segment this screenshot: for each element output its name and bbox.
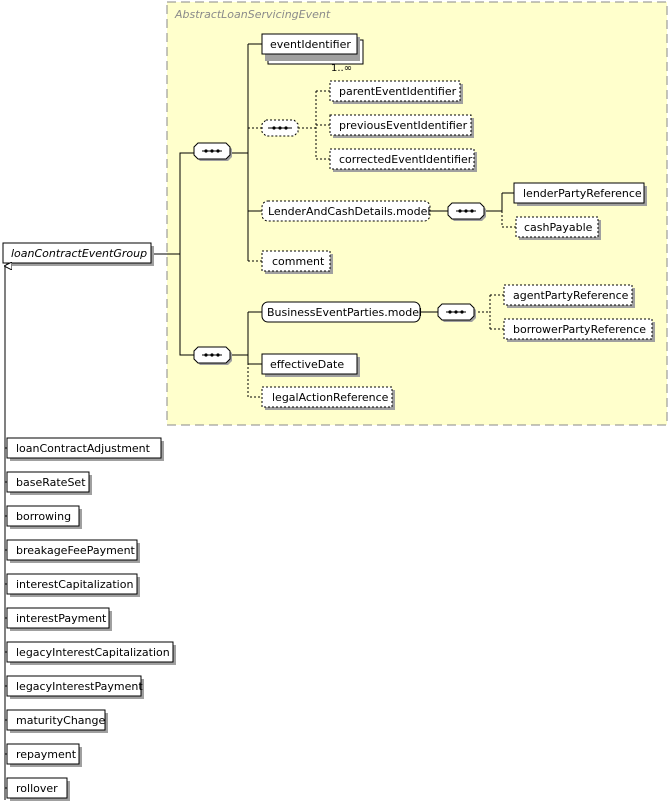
connector-lines-optional: [247, 90, 516, 398]
derived-type-baseRateSet[interactable]: baseRateSet: [5, 471, 92, 495]
event-identifier-label: eventIdentifier: [270, 38, 351, 51]
previous-event-identifier-label: previousEventIdentifier: [339, 119, 468, 132]
element-lender-party-reference[interactable]: lenderPartyReference: [513, 182, 647, 206]
element-comment[interactable]: comment: [261, 250, 333, 274]
element-agent-party-reference[interactable]: agentPartyReference: [503, 284, 635, 308]
derived-type-box: [6, 471, 90, 493]
derived-type-repayment[interactable]: repayment: [5, 743, 82, 767]
loan-contract-event-group-label: loanContractEventGroup: [11, 247, 147, 260]
derived-type-borrowing[interactable]: borrowing: [5, 505, 82, 529]
derived-type-box: [6, 573, 138, 595]
derived-type-interestPayment[interactable]: interestPayment: [5, 607, 112, 631]
derived-type-label: loanContractAdjustment: [16, 442, 151, 455]
derived-type-box: [6, 709, 106, 731]
derived-types: loanContractAdjustment baseRateSet borrowi…: [5, 437, 176, 801]
comment-label: comment: [272, 255, 325, 268]
abstract-type-title: AbstractLoanServicingEvent: [174, 8, 331, 21]
element-effective-date[interactable]: effectiveDate: [261, 353, 360, 377]
sequence-compositor-1: [193, 142, 232, 161]
sequence-compositor-lender: [447, 202, 486, 221]
legal-action-reference-label: legalActionReference: [272, 391, 389, 404]
derived-type-label: interestPayment: [16, 612, 107, 625]
derived-type-box: [6, 641, 174, 663]
cash-payable-label: cashPayable: [524, 221, 593, 234]
derived-type-label: borrowing: [16, 510, 71, 523]
derived-type-box: [6, 777, 68, 799]
parent-event-identifier-label: parentEventIdentifier: [339, 85, 457, 98]
derived-type-box: [6, 539, 138, 561]
derived-type-label: legacyInterestPayment: [16, 680, 143, 693]
element-corrected-event-identifier[interactable]: correctedEventIdentifier: [329, 148, 477, 172]
derived-type-box: [6, 607, 110, 629]
derived-type-legacyInterestPayment[interactable]: legacyInterestPayment: [5, 675, 144, 699]
borrower-party-reference-label: borrowerPartyReference: [513, 323, 646, 336]
sequence-compositor-2: [193, 346, 232, 365]
derived-type-legacyInterestCapitalization[interactable]: legacyInterestCapitalization: [5, 641, 176, 665]
derived-type-label: interestCapitalization: [16, 578, 133, 591]
derived-type-label: repayment: [16, 748, 77, 761]
element-previous-event-identifier[interactable]: previousEventIdentifier: [329, 114, 474, 138]
element-legal-action-reference[interactable]: legalActionReference: [261, 386, 395, 410]
derived-type-box: [6, 675, 142, 697]
derived-type-label: rollover: [16, 782, 58, 795]
derived-type-breakageFeePayment[interactable]: breakageFeePayment: [5, 539, 140, 563]
derived-type-maturityChange[interactable]: maturityChange: [5, 709, 108, 733]
element-parent-event-identifier[interactable]: parentEventIdentifier: [329, 80, 463, 104]
corrected-event-identifier-label: correctedEventIdentifier: [339, 153, 473, 166]
element-lender-and-cash-details[interactable]: LenderAndCashDetails.model: [261, 200, 431, 222]
loan-contract-event-group[interactable]: loanContractEventGroup: [2, 242, 154, 266]
choice-compositor-event-identifiers: [261, 119, 299, 137]
derived-type-box: [6, 505, 80, 527]
derived-type-label: legacyInterestCapitalization: [16, 646, 170, 659]
derived-type-loanContractAdjustment[interactable]: loanContractAdjustment: [5, 437, 164, 461]
derived-type-label: maturityChange: [16, 714, 105, 727]
connector-lines: [151, 43, 262, 356]
derived-type-label: breakageFeePayment: [16, 544, 136, 557]
element-cash-payable[interactable]: cashPayable: [515, 216, 601, 240]
choice-compositor-parties: [437, 303, 476, 322]
derived-type-box: [6, 437, 162, 459]
element-borrower-party-reference[interactable]: borrowerPartyReference: [503, 318, 655, 342]
derived-type-label: baseRateSet: [16, 476, 86, 489]
derived-type-interestCapitalization[interactable]: interestCapitalization: [5, 573, 140, 597]
element-business-event-parties[interactable]: BusinessEventParties.model: [261, 301, 422, 323]
event-identifier-cardinality: 1..∞: [331, 63, 352, 74]
lender-party-reference-label: lenderPartyReference: [523, 187, 642, 200]
derived-type-rollover[interactable]: rollover: [5, 777, 70, 801]
lender-and-cash-details-label: LenderAndCashDetails.model: [268, 205, 430, 218]
connector-lines-required: [231, 192, 514, 365]
element-event-identifier[interactable]: eventIdentifier: [261, 33, 364, 65]
agent-party-reference-label: agentPartyReference: [513, 289, 629, 302]
effective-date-label: effectiveDate: [270, 358, 344, 371]
business-event-parties-label: BusinessEventParties.model: [267, 306, 422, 319]
derived-type-box: [6, 743, 80, 765]
